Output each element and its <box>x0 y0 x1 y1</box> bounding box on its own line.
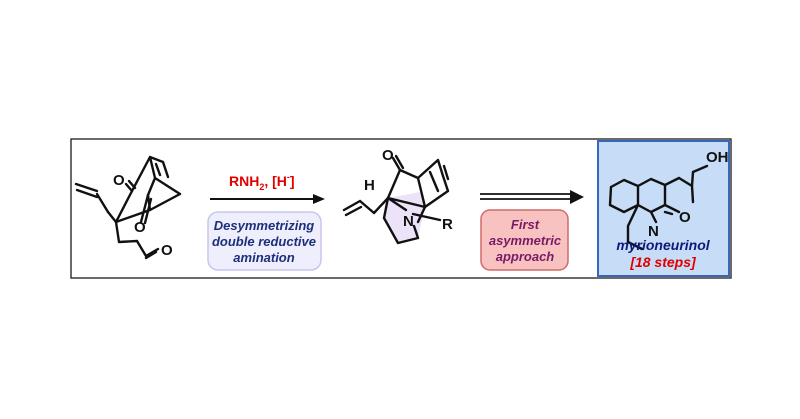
step1-label-line-1: Desymmetrizing <box>214 218 314 233</box>
ketone-bond-top <box>124 179 137 193</box>
step1-reagent: RNH2, [H-] <box>229 172 295 192</box>
allyl-bonds <box>342 196 390 217</box>
alkene-double-bond <box>442 164 450 181</box>
oxygen-atom: O <box>113 172 125 189</box>
nitrogen-atom: N <box>403 213 414 230</box>
product-skeleton-bonds <box>608 164 709 251</box>
step2-label-line-2: asymmetric <box>489 233 562 248</box>
step2-label-line-3: approach <box>496 249 555 264</box>
product-name: myrioneurinol <box>616 237 710 253</box>
hydroxyl-group: OH <box>706 149 729 166</box>
bicyclic-core-bonds <box>106 155 182 224</box>
starting-material: O O O <box>74 155 182 260</box>
piperidine-bonds <box>382 196 442 245</box>
step1-label-box <box>207 211 322 271</box>
alkene-double-bond <box>154 162 162 177</box>
product-step-count: [18 steps] <box>629 254 697 270</box>
step2-label-box <box>480 209 569 271</box>
oxygen-atom: O <box>382 147 394 164</box>
aldehyde-chain-bonds <box>114 220 160 260</box>
oxygen-atom: O <box>679 209 691 226</box>
step1: RNH2, [H-] Desymmetrizing double reducti… <box>207 172 325 271</box>
r-group: R <box>442 216 453 233</box>
oxygen-atom: O <box>134 219 146 236</box>
step1-arrow-head <box>313 194 325 204</box>
bicyclic-core-bonds <box>386 158 450 209</box>
intermediate: O H N R <box>342 147 453 245</box>
ketone-bond-bottom <box>139 193 153 225</box>
allyl-bonds <box>74 182 110 214</box>
step2-label-line-1: First <box>511 217 540 232</box>
product-box <box>597 140 730 277</box>
step2: First asymmetric approach <box>480 190 584 271</box>
product-panel: OH N O myrioneurinol [18 steps] <box>597 140 730 277</box>
step2-arrow-head <box>570 190 584 204</box>
step1-label-line-2: double reductive <box>212 234 316 249</box>
hydrogen-atom: H <box>364 177 375 194</box>
oxygen-atom: O <box>161 242 173 259</box>
nitrogen-atom: N <box>648 223 659 240</box>
ketone-bond <box>391 154 405 172</box>
step1-label-line-3: amination <box>233 250 294 265</box>
